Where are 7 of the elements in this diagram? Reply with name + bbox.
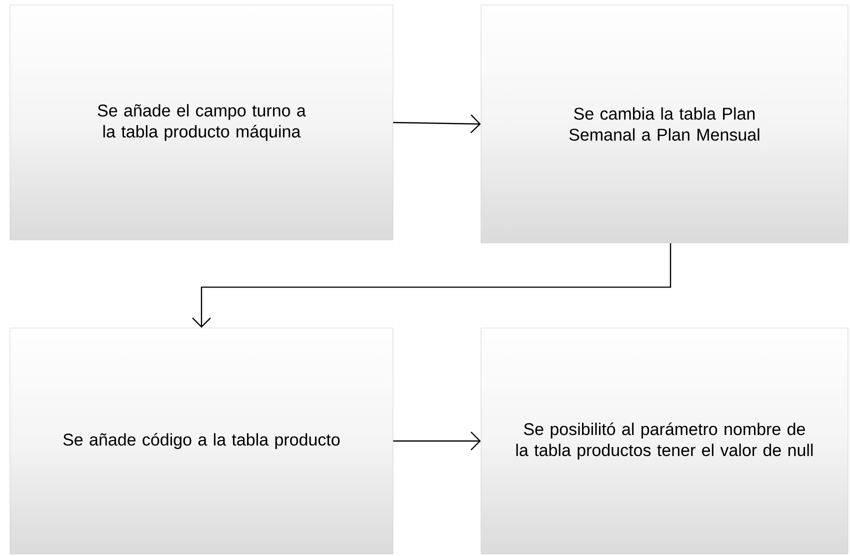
process-box: Se añade código a la tabla producto — [10, 328, 394, 554]
process-box: Se añade el campo turno a la tabla producto máquina — [10, 4, 394, 240]
arrow — [393, 432, 481, 450]
process-box: Se posibilitó al parámetro nombre de la tabla productos tener el valor de null — [480, 328, 848, 554]
arrow — [393, 114, 481, 134]
arrow — [192, 243, 672, 328]
process-box: Se cambia la tabla Plan Semanal a Plan Mensual — [480, 4, 848, 244]
